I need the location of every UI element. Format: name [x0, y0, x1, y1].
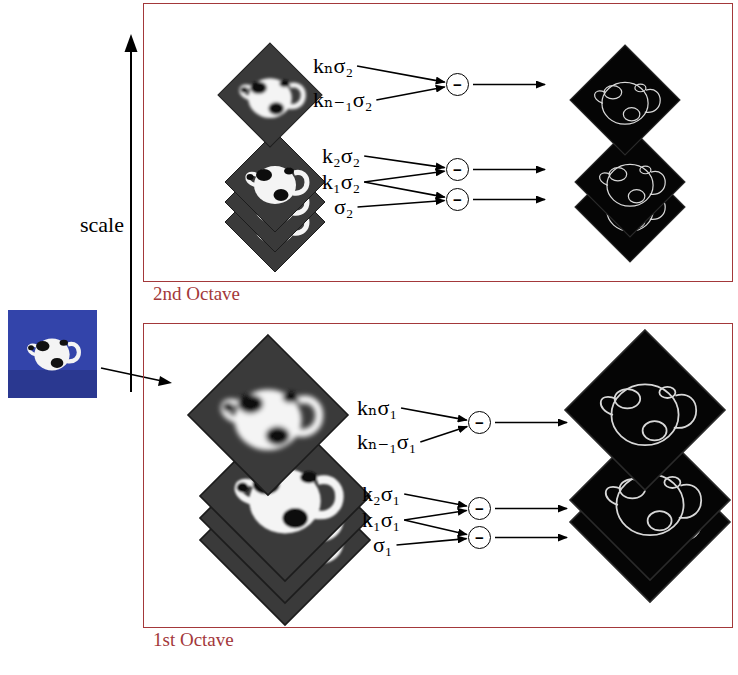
minus-sign: − [453, 162, 462, 177]
input-arrow [397, 539, 467, 545]
octave-box: 1st Octave−−− [143, 323, 733, 628]
input-arrow [404, 494, 467, 506]
input-arrow [420, 427, 467, 442]
gaussian-images-octave-1 [188, 335, 370, 625]
axis-label: scale [80, 213, 124, 237]
scale-label: k₁σ₂ [322, 170, 360, 194]
subtract-circle: − [468, 497, 491, 520]
input-arrow [404, 510, 466, 520]
subtract-circle: − [446, 188, 469, 211]
scale-label: σ₂ [334, 195, 354, 219]
octave-box: 2nd Octave−−− [143, 3, 733, 282]
minus-sign: − [453, 192, 462, 207]
output-arrow [473, 199, 545, 201]
scale-label: kₙσ₁ [357, 396, 397, 420]
subtract-circle: − [468, 526, 491, 549]
scale-label: k₁σ₁ [362, 508, 400, 532]
scale-label: σ₁ [373, 533, 393, 557]
octave-title: 2nd Octave [153, 283, 240, 305]
scale-label: kₙσ₂ [313, 54, 353, 78]
output-arrow [495, 508, 567, 510]
input-arrow [364, 171, 444, 182]
gaussian-images-octave-2 [218, 43, 325, 272]
input-arrow [401, 408, 467, 420]
input-arrow [404, 520, 467, 535]
minus-sign: − [475, 415, 484, 430]
input-arrow [358, 200, 445, 207]
input-arrow [364, 182, 445, 197]
input-arrow [364, 156, 444, 168]
subtract-circle: − [446, 158, 469, 181]
scale-arrow [125, 34, 138, 392]
output-arrow [473, 84, 545, 86]
output-arrow [473, 169, 545, 171]
dog-images-octave-2 [570, 45, 685, 262]
input-arrow [101, 368, 172, 386]
minus-sign: − [475, 501, 484, 516]
input-arrow [376, 87, 444, 100]
output-arrow [495, 537, 567, 539]
dog-images-octave-1 [565, 330, 730, 602]
subtract-circle: − [446, 73, 469, 96]
minus-sign: − [475, 530, 484, 545]
scale-label: k₂σ₁ [362, 482, 400, 506]
subtract-circle: − [468, 411, 491, 434]
octave-title: 1st Octave [153, 629, 234, 651]
output-arrow [495, 422, 567, 424]
scale-label: kₙ₋₁σ₁ [357, 430, 416, 454]
input-arrow [357, 66, 445, 82]
scale-label: k₂σ₂ [322, 144, 360, 168]
scale-label: kₙ₋₁σ₂ [313, 88, 372, 112]
input-image [8, 310, 97, 398]
minus-sign: − [453, 77, 462, 92]
